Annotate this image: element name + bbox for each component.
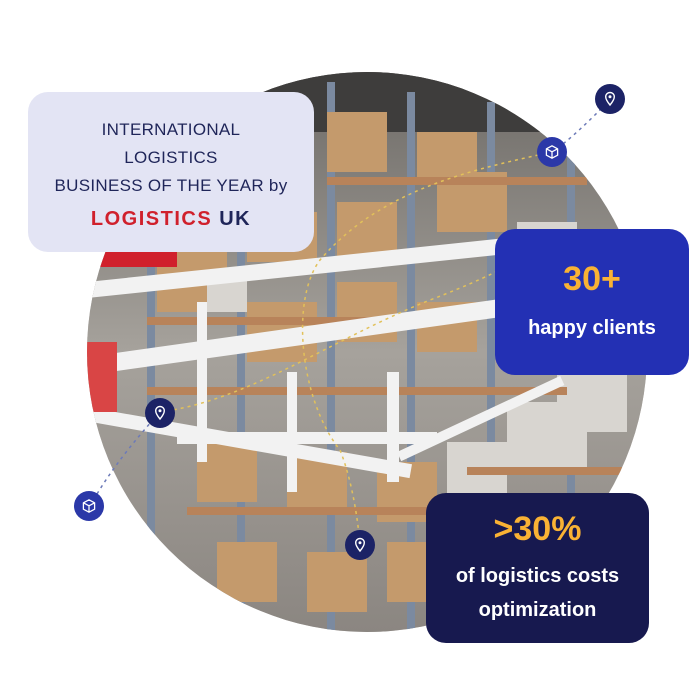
cost-optimization-card: >30% of logistics costs optimization	[426, 493, 649, 643]
award-title: INTERNATIONAL LOGISTICS BUSINESS OF THE …	[54, 116, 287, 200]
award-line-2: LOGISTICS	[124, 148, 218, 167]
location-pin-icon	[145, 398, 175, 428]
stat-value: >30%	[493, 510, 582, 548]
stat-value: 30+	[563, 260, 621, 298]
package-box-icon	[537, 137, 567, 167]
logistics-uk-logo: LOGISTICS UK	[91, 208, 251, 231]
award-card: INTERNATIONAL LOGISTICS BUSINESS OF THE …	[28, 92, 314, 252]
logo-text-logistics: LOGISTICS	[90, 208, 213, 230]
stat-label-line-1: of logistics costs	[455, 565, 620, 587]
award-line-3: BUSINESS OF THE YEAR by	[54, 176, 288, 195]
award-line-1: INTERNATIONAL	[101, 120, 241, 139]
stat-label-line-2: optimization	[478, 599, 597, 621]
location-pin-icon	[345, 530, 375, 560]
stat-label: happy clients	[528, 317, 656, 339]
location-pin-icon	[595, 84, 625, 114]
package-box-icon	[74, 491, 104, 521]
happy-clients-card: 30+ happy clients	[495, 229, 689, 375]
logo-text-uk: UK	[219, 208, 252, 230]
